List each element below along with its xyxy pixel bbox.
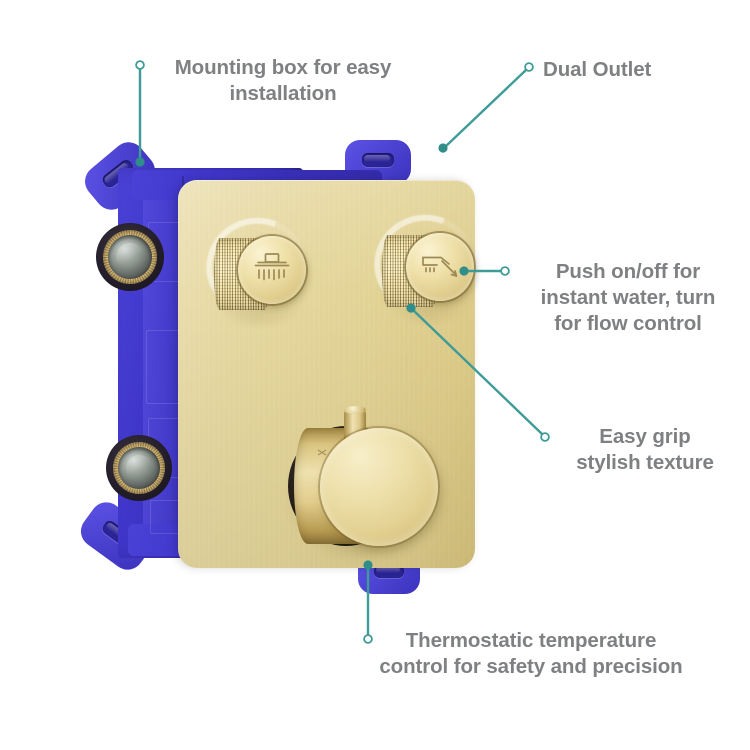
callout-label-easy-grip: Easy grip stylish texture — [576, 425, 714, 474]
thermo-face[interactable] — [320, 428, 438, 546]
knob-rain-shower[interactable] — [191, 202, 321, 332]
callout-label-push-on-off: Push on/off for instant water, turn for … — [540, 260, 716, 335]
knob-thermostatic[interactable] — [282, 404, 442, 566]
box-panel-line-2 — [146, 330, 184, 404]
knob-spout[interactable] — [359, 199, 489, 329]
callout-label-dual-outlet: Dual Outlet — [543, 58, 652, 81]
callout-label-mounting-box: Mounting box for easy installation — [174, 56, 392, 105]
knob-face-spout[interactable] — [406, 233, 474, 301]
callout-label-thermostatic: Thermostatic temperature control for saf… — [379, 629, 683, 678]
knob-face-rain-shower[interactable] — [238, 236, 306, 304]
box-panel-line-4 — [150, 500, 182, 534]
